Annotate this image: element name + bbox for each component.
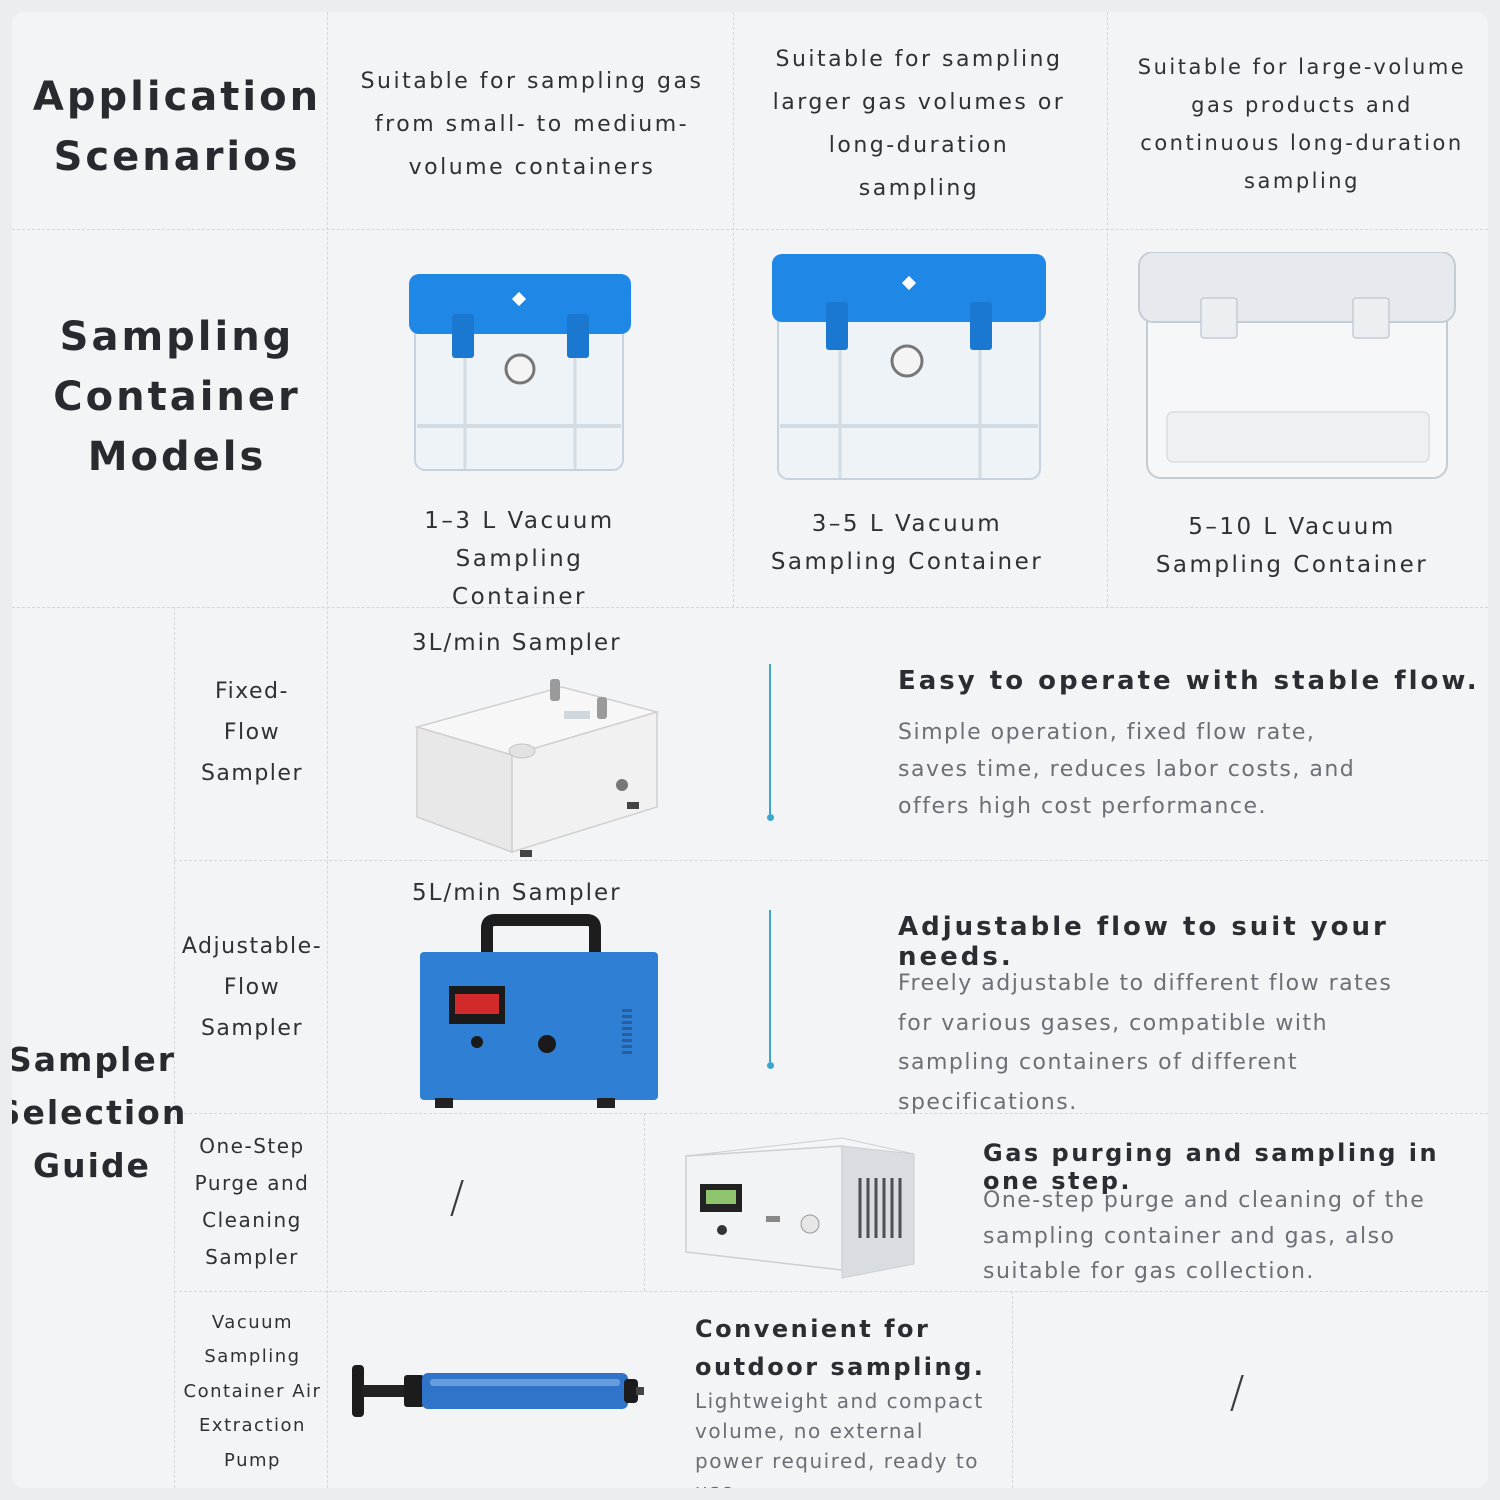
fixed-flow-divider xyxy=(769,664,771,814)
container-1-3l-image xyxy=(407,274,632,474)
air-extraction-pump-right-empty: / xyxy=(1229,1366,1245,1418)
scenario-small-medium: Suitable for sampling gas from small- to… xyxy=(360,68,704,180)
scenario-larger-volume: Suitable for sampling larger gas volumes… xyxy=(772,47,1066,201)
one-step-purge-sampler-label: One-Step Purge and Cleaning Sampler xyxy=(194,1133,310,1269)
container-1-3l-name: 1–3 L Vacuum Sampling Container xyxy=(424,508,615,610)
container-3-5l-image xyxy=(770,254,1048,482)
air-extraction-pump-description: Lightweight and compact volume, no exter… xyxy=(695,1389,984,1488)
fixed-flow-sampler-label: Fixed-Flow Sampler xyxy=(200,678,304,786)
container-5-10l-name: 5–10 L Vacuum Sampling Container xyxy=(1155,514,1429,578)
container-5-10l-image xyxy=(1137,251,1457,484)
fixed-flow-sampler-image xyxy=(412,667,667,857)
fixed-flow-divider-dot xyxy=(766,814,774,821)
application-scenarios-title: Application Scenarios xyxy=(32,74,322,180)
adjustable-flow-sampler-image xyxy=(417,914,662,1109)
sampler-selection-guide-title: Sampler Selection Guide xyxy=(12,1039,188,1185)
fixed-flow-description: Simple operation, fixed flow rate, saves… xyxy=(898,720,1356,819)
adjustable-flow-sampler-label: Adjustable-Flow Sampler xyxy=(181,933,323,1041)
one-step-purge-description: One-step purge and cleaning of the sampl… xyxy=(983,1188,1426,1284)
adjustable-flow-divider xyxy=(769,910,771,1062)
sampling-container-models-title: Sampling Container Models xyxy=(53,314,301,480)
selection-guide-card: Application Scenarios Suitable for sampl… xyxy=(12,12,1488,1488)
adjustable-flow-divider-dot xyxy=(766,1062,774,1069)
container-3-5l-name: 3–5 L Vacuum Sampling Container xyxy=(770,511,1044,575)
air-extraction-pump-heading: Convenient for outdoor sampling. xyxy=(695,1315,986,1381)
one-step-purge-left-empty: / xyxy=(449,1171,465,1223)
adjustable-flow-description: Freely adjustable to different flow rate… xyxy=(898,971,1393,1115)
scenario-large-continuous: Suitable for large-volume gas products a… xyxy=(1137,55,1467,193)
one-step-purge-sampler-image xyxy=(682,1134,917,1282)
adjustable-flow-product-label: 5L/min Sampler xyxy=(412,880,622,906)
fixed-flow-product-label: 3L/min Sampler xyxy=(412,630,622,656)
adjustable-flow-heading: Adjustable flow to suit your needs. xyxy=(898,912,1389,972)
air-extraction-pump-image xyxy=(348,1357,648,1427)
fixed-flow-heading: Easy to operate with stable flow. xyxy=(898,666,1480,696)
one-step-purge-heading: Gas purging and sampling in one step. xyxy=(983,1139,1440,1195)
air-extraction-pump-label: Vacuum Sampling Container Air Extraction… xyxy=(183,1311,322,1471)
